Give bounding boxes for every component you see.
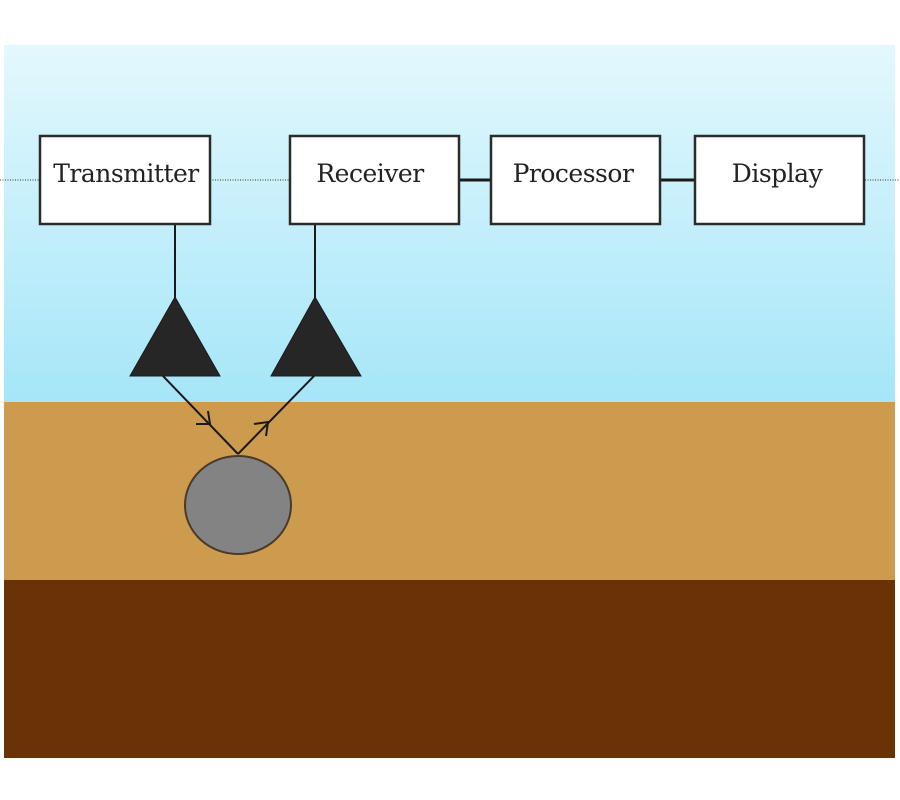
subsoil-layer bbox=[4, 580, 895, 758]
receive-antenna-icon bbox=[270, 295, 362, 377]
arrow-up-icon bbox=[253, 420, 270, 437]
transmitter-label: Transmitter bbox=[53, 159, 199, 188]
transmit-antenna-icon bbox=[129, 295, 221, 377]
processor-label: Processor bbox=[513, 159, 634, 188]
buried-object bbox=[184, 455, 292, 555]
display-label: Display bbox=[732, 159, 824, 188]
arrow-down-icon bbox=[196, 410, 212, 425]
topsoil-layer bbox=[4, 402, 895, 581]
processor-block: Processor bbox=[489, 134, 662, 226]
receiver-label: Receiver bbox=[316, 159, 424, 188]
transmitter-block: Transmitter bbox=[38, 134, 212, 226]
receiver-block: Receiver bbox=[288, 134, 461, 226]
display-block: Display bbox=[693, 134, 866, 226]
signal-path-up bbox=[237, 375, 315, 455]
signal-path-down bbox=[162, 375, 239, 455]
